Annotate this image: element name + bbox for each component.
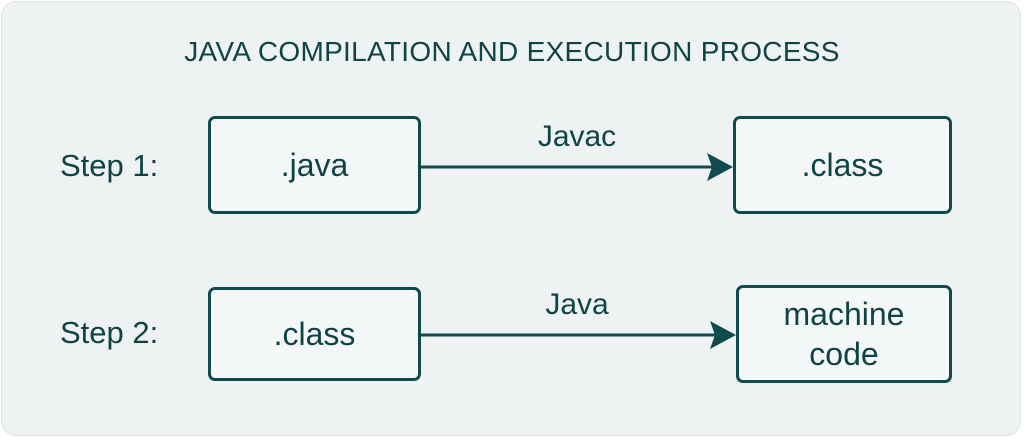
step-1-tool-label: Javac (537, 120, 617, 153)
diagram-title: JAVA COMPILATION AND EXECUTION PROCESS (184, 36, 840, 67)
step-2-label: Step 2: (60, 315, 159, 350)
step-2-target-line2: code (809, 336, 879, 372)
step-1-source-box: .java (208, 116, 421, 214)
step-2-source-text: .class (273, 316, 356, 352)
step-2-target-box: machine code (736, 285, 952, 383)
step-2-tool-label: Java (545, 288, 609, 321)
step-1-source-text: .java (280, 147, 349, 183)
step-2-target-line1: machine (783, 296, 905, 332)
step-1-arrow-head (707, 153, 733, 181)
step-2-source-box: .class (208, 287, 421, 381)
step-1-arrow (421, 153, 733, 181)
step-1-target-box: .class (733, 116, 952, 214)
step-1-target-text: .class (801, 147, 884, 183)
step-2-arrow (421, 321, 736, 349)
step-2-arrow-head (710, 321, 736, 349)
step-1-label: Step 1: (60, 148, 159, 183)
